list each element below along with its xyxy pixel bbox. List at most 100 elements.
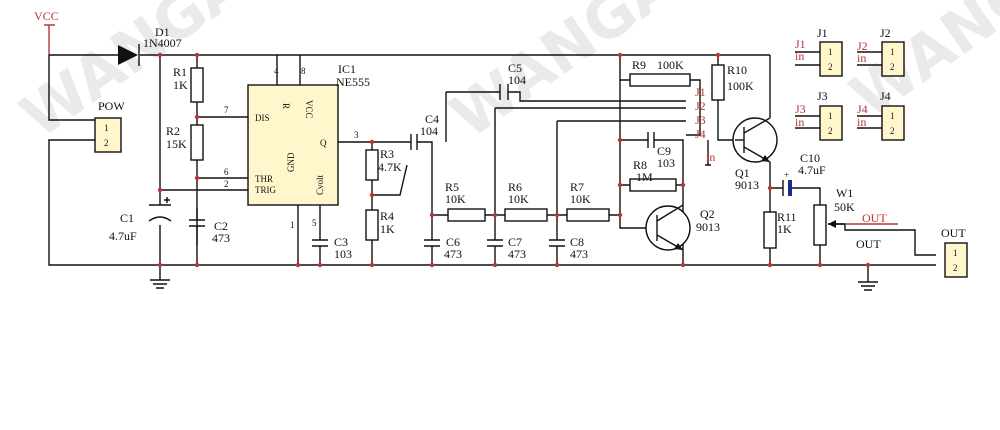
r8-ref: R8 [633, 158, 647, 172]
header-j2: J2 J2 in 1 2 [857, 26, 905, 77]
capacitor-c10: + C10 4.7uF [782, 151, 826, 196]
c3-value: 103 [334, 247, 352, 261]
resistor-r11: R11 1K [763, 210, 797, 249]
ic-pin-thr: THR [255, 174, 273, 184]
ic-pin-num-4: 4 [274, 66, 279, 76]
c9-ref: C9 [657, 144, 671, 158]
r3-value: 4.7K [378, 160, 402, 174]
out-connector: OUT 1 2 [941, 226, 968, 278]
header-j4-title: J4 [880, 89, 891, 103]
c2-value: 473 [212, 231, 230, 245]
out-connector-pin2: 2 [953, 263, 958, 273]
pow-title: POW [98, 99, 125, 113]
resistor-r1: R1 1K [173, 65, 204, 103]
pow-pin1: 1 [104, 123, 109, 133]
header-j3-pin2: 2 [828, 126, 833, 136]
c6-value: 473 [444, 247, 462, 261]
ic-pin-dis: DIS [255, 113, 270, 123]
c1-ref: C1 [120, 211, 134, 225]
r10-ref: R10 [727, 63, 747, 77]
r7-ref: R7 [570, 180, 584, 194]
net-j3: J3 [695, 113, 706, 127]
r2-value: 15K [166, 137, 187, 151]
ic-pin-num-1: 1 [290, 220, 295, 230]
diode-ref: D1 [155, 25, 170, 39]
ic-ref: IC1 [338, 62, 356, 76]
out-label: OUT [856, 237, 881, 251]
resistor-r9: R9 100K [629, 58, 691, 87]
capacitor-c6: C6 473 [424, 235, 462, 261]
header-j3: J3 J3 in 1 2 [795, 89, 843, 141]
header-j1-pin1: 1 [828, 47, 833, 57]
ic-pin-r: R [281, 103, 291, 109]
c10-ref: C10 [800, 151, 820, 165]
out-connector-title: OUT [941, 226, 966, 240]
header-j1-sub: in [795, 49, 804, 63]
vcc-label: VCC [34, 9, 59, 23]
ic-pin-num-6: 6 [224, 167, 229, 177]
out-connector-pin1: 1 [953, 248, 958, 258]
header-j4-sub: in [857, 115, 866, 129]
c1-value: 4.7uF [109, 229, 137, 243]
pow-pin2: 2 [104, 138, 109, 148]
header-j1-title: J1 [817, 26, 828, 40]
resistor-r4: R4 1K [365, 209, 395, 241]
r10-value: 100K [727, 79, 754, 93]
header-j3-sub: in [795, 115, 804, 129]
c2-ref: C2 [214, 219, 228, 233]
resistor-r7: R7 10K [566, 180, 610, 222]
header-j1-pin2: 2 [828, 62, 833, 72]
capacitor-c2: C2 473 [189, 219, 230, 245]
net-out: OUT [862, 211, 887, 225]
r11-value: 1K [777, 222, 792, 236]
r5-ref: R5 [445, 180, 459, 194]
header-j2-pin1: 1 [890, 47, 895, 57]
c5-ref: C5 [508, 61, 522, 75]
diode-value: 1N4007 [143, 36, 182, 50]
q1-value: 9013 [735, 178, 759, 192]
watermark: WANGA WANGA WANGA [8, 0, 1000, 152]
r3-ref: R3 [380, 147, 394, 161]
header-j2-label: J2 [857, 39, 868, 53]
capacitor-c4: C4 104 [410, 112, 439, 150]
q1-ref: Q1 [735, 166, 750, 180]
header-j2-pin2: 2 [890, 62, 895, 72]
resistor-r6: R6 10K [504, 180, 548, 222]
ic-pin-trig: TRIG [255, 185, 276, 195]
capacitor-c5: C5 104 [499, 61, 526, 100]
r4-value: 1K [380, 222, 395, 236]
net-j2: J2 [695, 99, 706, 113]
ic-pin-num-3: 3 [354, 130, 359, 140]
c5-value: 104 [508, 73, 526, 87]
r4-ref: R4 [380, 209, 394, 223]
ic-pin-num-7: 7 [224, 105, 229, 115]
out-connector-body [944, 242, 968, 278]
w1-ref: W1 [836, 186, 853, 200]
diode-triangle [118, 45, 138, 65]
ic-value: NE555 [336, 75, 370, 89]
resistor-r5: R5 10K [445, 180, 486, 222]
ic-pin-vcc: VCC [304, 100, 314, 119]
ic-pin-num-2: 2 [224, 179, 229, 189]
header-j1: J1 J1 in 1 2 [795, 26, 843, 77]
c8-ref: C8 [570, 235, 584, 249]
ic-body [247, 84, 339, 206]
resistor-r3: R3 4.7K [365, 147, 402, 181]
r11-ref: R11 [777, 210, 797, 224]
r2-ref: R2 [166, 124, 180, 138]
r6-value: 10K [508, 192, 529, 206]
diode-d1: D1 1N4007 [118, 25, 182, 66]
r5-value: 10K [445, 192, 466, 206]
ic-pin-num-8: 8 [301, 66, 306, 76]
net-labels: J1 J2 J3 J4 in OUT [695, 85, 887, 225]
junctions [157, 52, 871, 268]
w1-value: 50K [834, 200, 855, 214]
header-j3-title: J3 [817, 89, 828, 103]
r6-ref: R6 [508, 180, 522, 194]
ic-ne555: IC1 NE555 DIS THR TRIG Q R VCC GND Cvolt… [224, 62, 370, 230]
capacitor-c9: C9 103 [647, 132, 675, 170]
header-j3-label: J3 [795, 102, 806, 116]
capacitor-c7: C7 473 [487, 235, 526, 261]
c10-value: 4.7uF [798, 163, 826, 177]
svg-text:+: + [784, 170, 789, 180]
